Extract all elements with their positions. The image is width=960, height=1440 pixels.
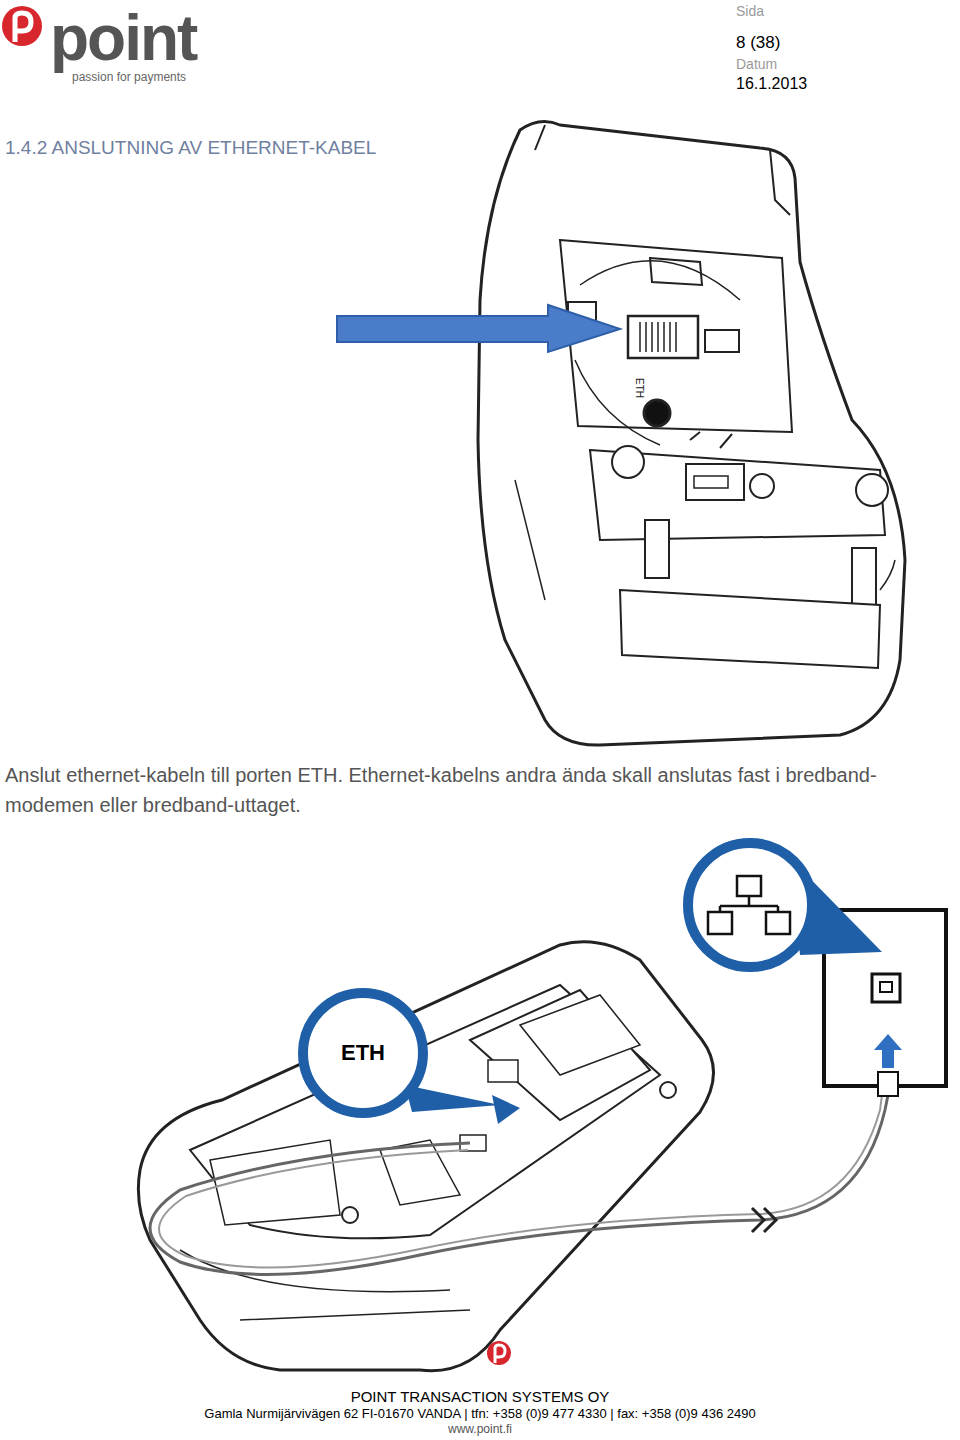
page-number: 8 (38): [736, 33, 780, 53]
section-heading: 1.4.2 ANSLUTNING AV ETHERNET-KABEL: [5, 137, 376, 159]
eth-callout-pointer: [405, 1085, 520, 1124]
body-text: Anslut ethernet-kabeln till porten ETH. …: [5, 760, 955, 820]
logo-mark: [2, 6, 42, 46]
network-callout: [688, 843, 882, 967]
logo-text: point: [50, 6, 196, 70]
ethernet-cable: [150, 1095, 888, 1274]
pointer-arrow: [337, 305, 620, 352]
footer-web: www.point.fi: [448, 1422, 512, 1436]
footer-company: POINT TRANSACTION SYSTEMS OY: [351, 1388, 610, 1405]
header-label: Datum: [736, 56, 777, 72]
callout-circle: ETH: [298, 988, 428, 1118]
logo-tagline: passion for payments: [72, 70, 186, 84]
terminal-bottom-view: [478, 121, 905, 745]
logo-mark: [487, 1341, 511, 1365]
footer-address: Gamla Nurmijärvivägen 62 FI-01670 VANDA …: [204, 1406, 755, 1421]
header-label: Sida: [736, 3, 764, 19]
date-value: 16.1.2013: [736, 75, 807, 93]
port-label: ETH: [634, 378, 645, 398]
callout-label: ETH: [341, 1040, 385, 1066]
terminal-perspective-view: [138, 942, 713, 1371]
